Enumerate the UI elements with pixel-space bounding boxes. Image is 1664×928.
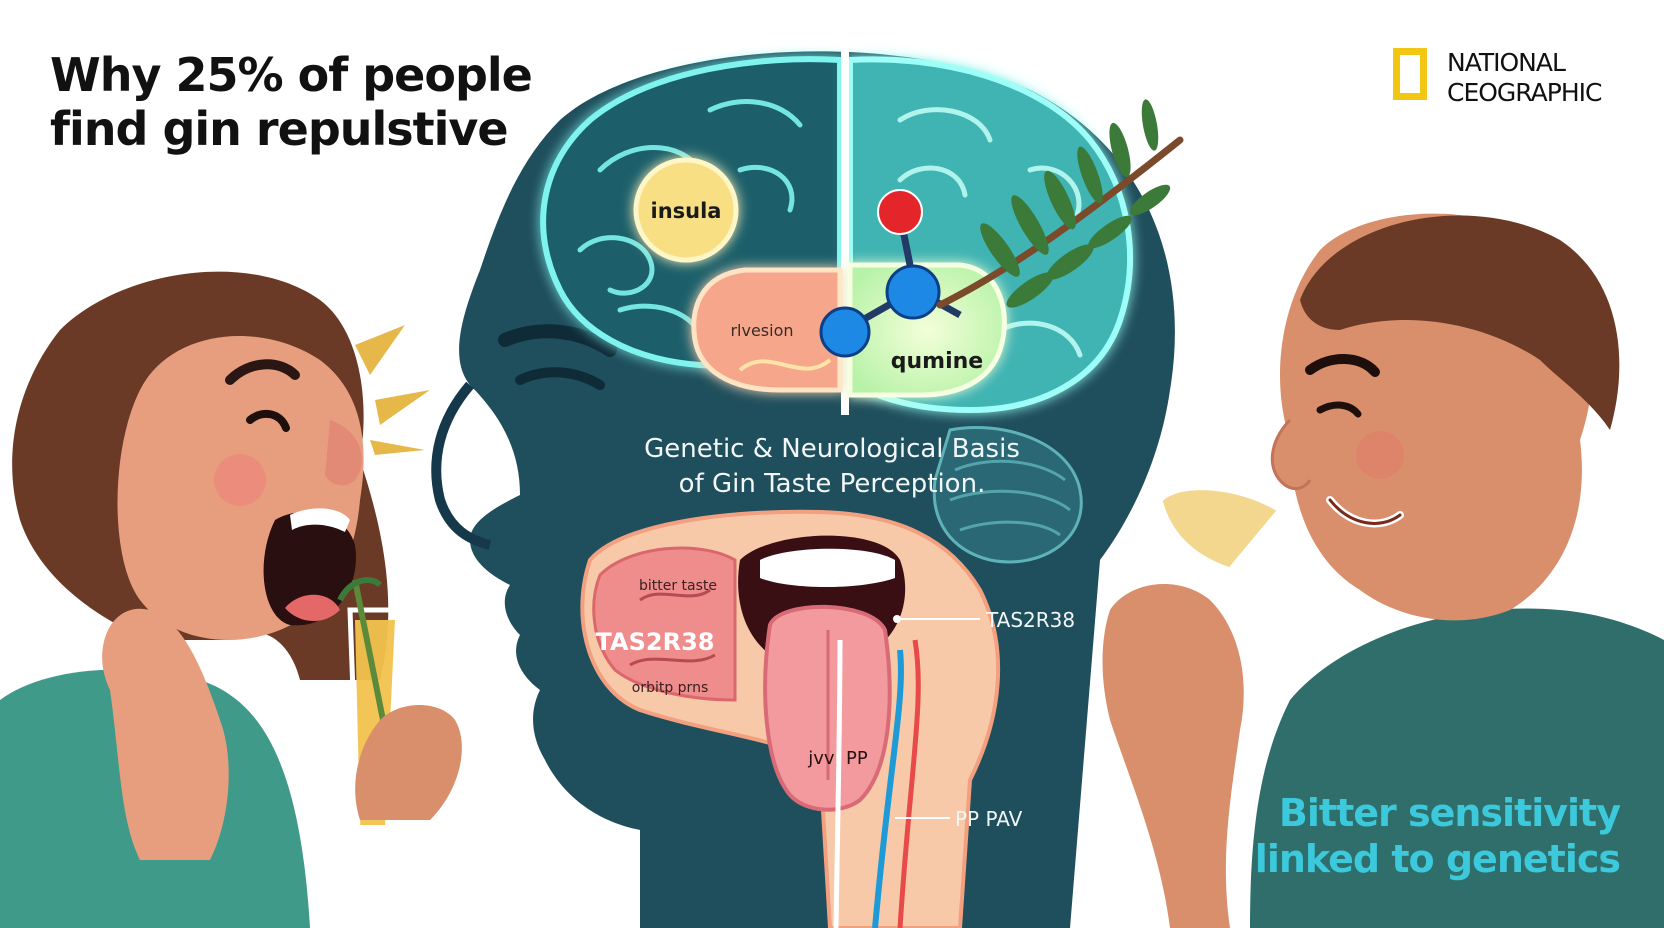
cerebellum-lines (949, 459, 1071, 537)
headline-line2: find gin repulstive (50, 102, 509, 156)
juniper-sprig-icon (936, 99, 1184, 309)
national-geographic-logo: NATIONAL CEOGRAPHIC (1393, 44, 1633, 114)
man-happy (1102, 213, 1664, 928)
headline: Why 25% of people find gin repulstive (50, 48, 610, 156)
head-eye (515, 367, 605, 390)
caption-line1: Bitter sensitivity (1278, 791, 1621, 835)
tas2r38-label: TAS2R38 (596, 628, 715, 656)
disgust-burst-icon (355, 325, 430, 455)
center-title-line2: of Gin Taste Perception. (679, 469, 986, 499)
molecule-label: qumine (891, 349, 983, 374)
yellow-frame-icon (1393, 48, 1427, 100)
bitter-taste-label: bitter taste (639, 578, 717, 594)
lobe-squiggle (738, 358, 832, 372)
nerve-pointer-label: PP PAV (955, 807, 1023, 831)
insula-label: insula (651, 199, 722, 223)
nerve-blue (872, 649, 904, 928)
caption-line2: linked to genetics (1254, 837, 1621, 881)
middle-lobe-left (691, 267, 843, 393)
nerve-white (833, 639, 843, 928)
orbit-label: orbitp prns (632, 680, 709, 696)
gene-pointer-label: TAS2R38 (985, 608, 1075, 632)
woman-disgusted (0, 271, 462, 928)
headline-line1: Why 25% of people (50, 48, 533, 102)
face-edge (431, 381, 492, 550)
gene-pointer-dot (893, 615, 901, 623)
tissue-squiggle-2 (629, 653, 716, 667)
quinine-molecule (819, 189, 962, 358)
brand-line2: CEOGRAPHIC (1447, 78, 1602, 107)
center-title-line1: Genetic & Neurological Basis (644, 434, 1020, 464)
brand-line1: NATIONAL (1447, 48, 1566, 77)
caption: Bitter sensitivity linked to genetics (1190, 790, 1621, 882)
head-brow (498, 324, 617, 357)
nerve-red (897, 639, 921, 928)
insula-circle (633, 157, 739, 263)
brain-right-folds (897, 107, 1083, 358)
teeth (760, 548, 895, 587)
tas2r38-region (592, 546, 737, 702)
region-label: rlvesion (730, 321, 793, 340)
tissue-squiggle-1 (639, 588, 711, 602)
brand-wordmark: NATIONAL CEOGRAPHIC (1447, 48, 1602, 108)
